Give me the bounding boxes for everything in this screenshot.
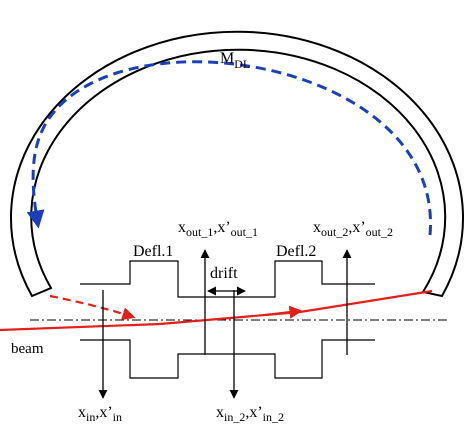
x-in-2-label: xin_2,x’in_2 bbox=[216, 404, 284, 424]
ring-exit-beam bbox=[49, 294, 136, 321]
beam-label: beam bbox=[11, 341, 44, 357]
ring-label: MDL bbox=[220, 50, 250, 71]
beam-line bbox=[0, 289, 433, 332]
defl2-label: Defl.2 bbox=[276, 243, 316, 260]
drift-label: drift bbox=[210, 265, 238, 282]
delay-line-ring bbox=[10, 30, 464, 298]
x-out-2-label: xout_2,x’out_2 bbox=[313, 219, 393, 239]
beam-direction-arrow bbox=[264, 305, 303, 319]
deflector-lower-plate bbox=[80, 339, 375, 379]
x-out-1-label: xout_1,x’out_1 bbox=[178, 219, 258, 239]
x-in-label: xin,x’in bbox=[78, 404, 122, 424]
defl1-label: Defl.1 bbox=[133, 243, 173, 260]
deflector-upper-plate bbox=[80, 260, 375, 298]
